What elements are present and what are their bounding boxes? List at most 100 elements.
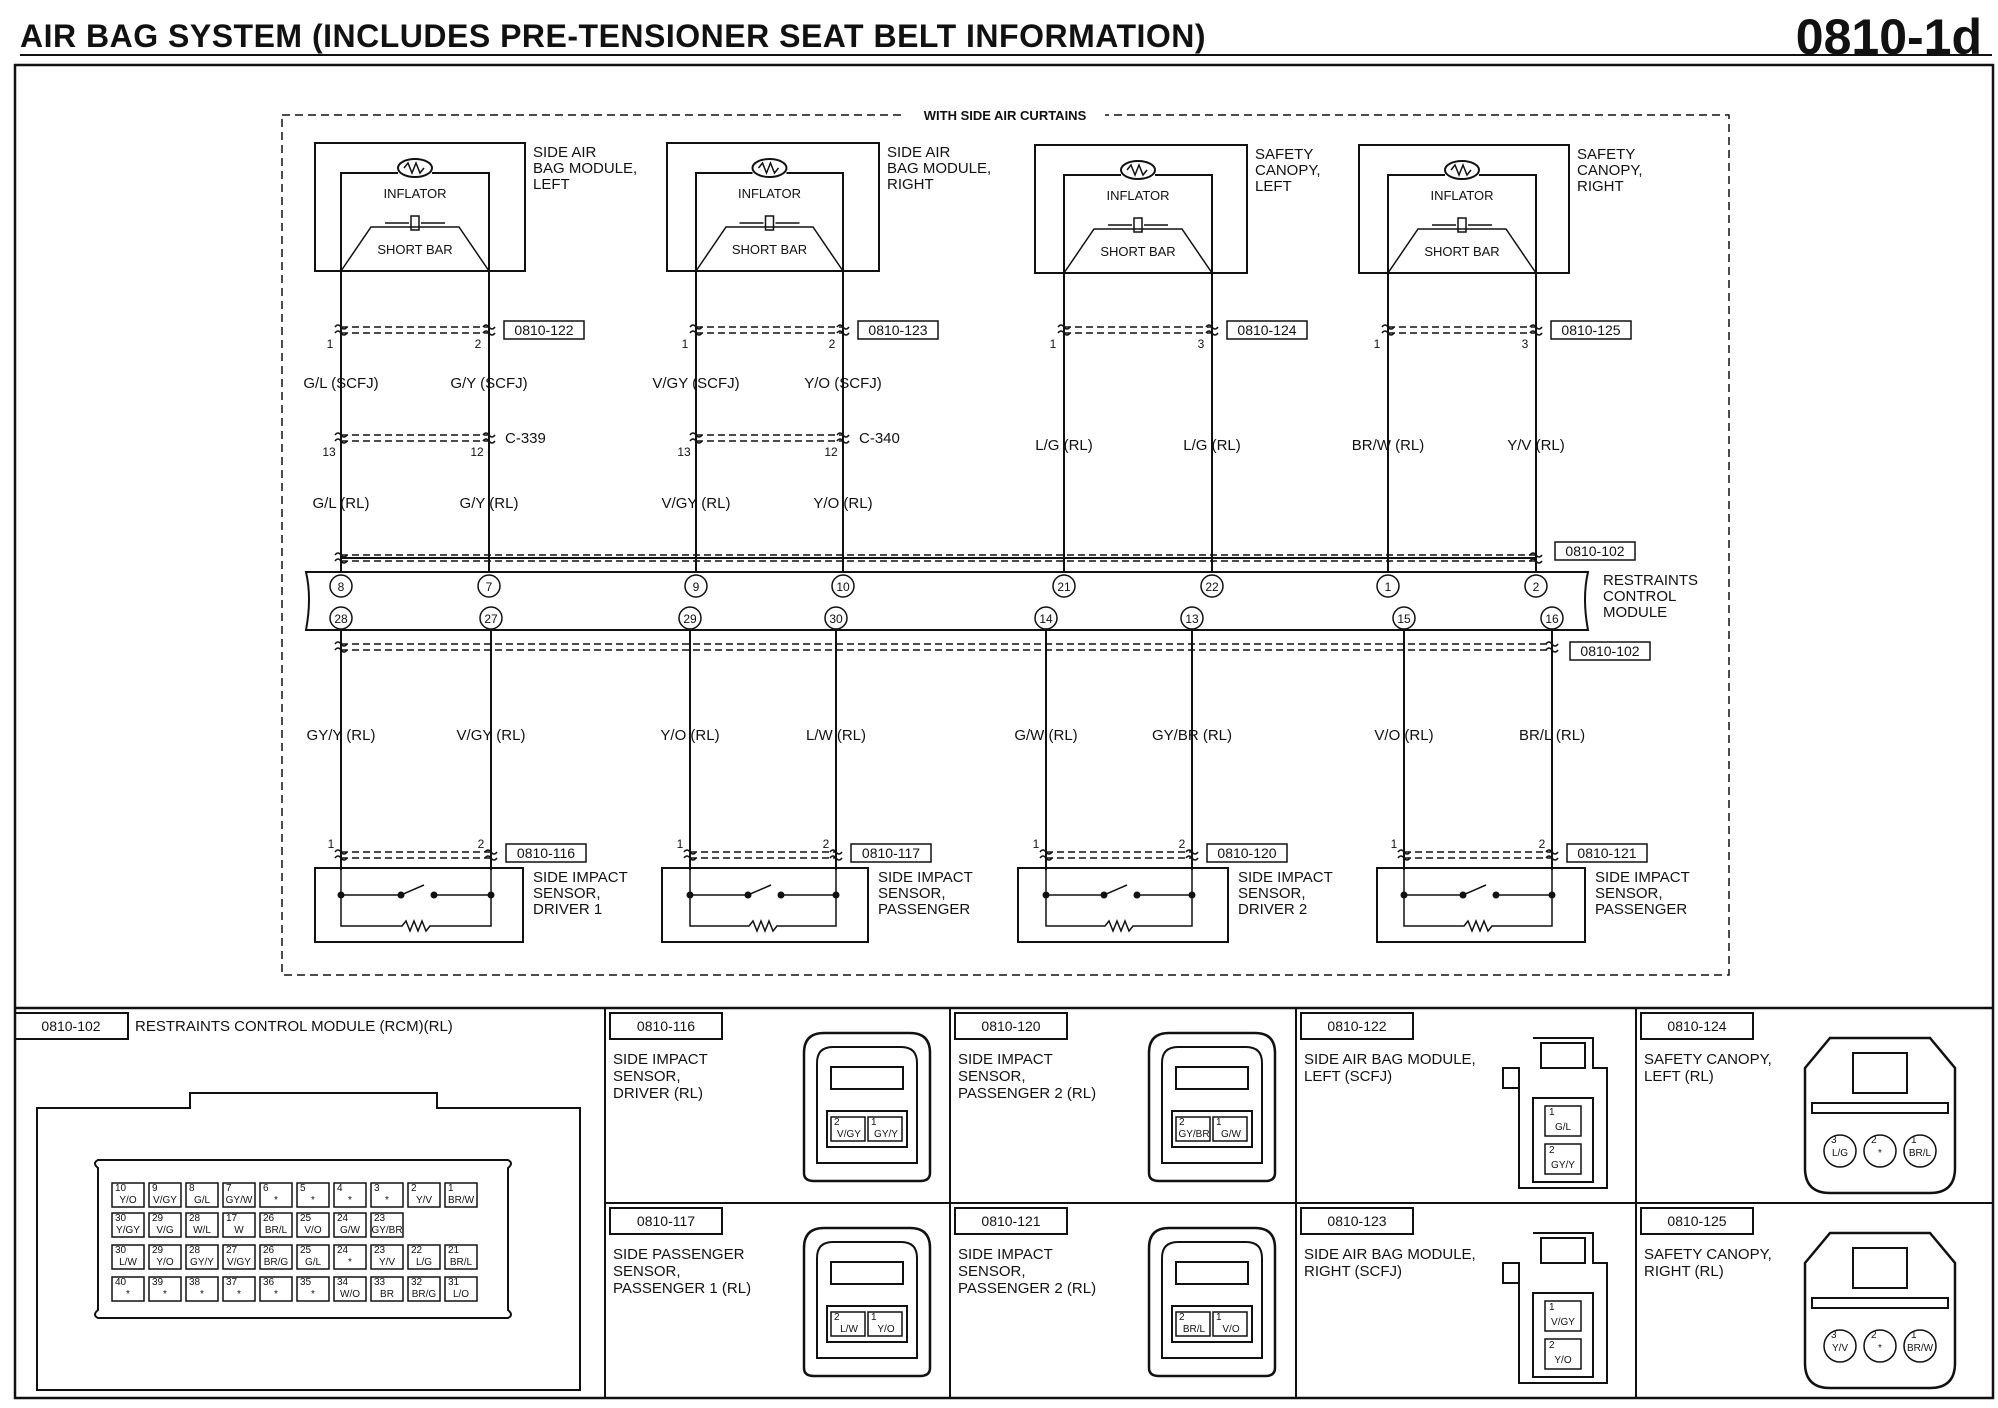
cavity-wire-color: L/W bbox=[840, 1324, 858, 1335]
rcm-pin-circle bbox=[831, 574, 855, 598]
view-connector-label: SIDE AIR BAG MODULE, bbox=[1304, 1051, 1476, 1068]
view-connector-label: PASSENGER 2 (RL) bbox=[958, 1280, 1096, 1297]
cavity-wire-color: Y/O bbox=[156, 1257, 173, 1268]
pin-number: 13 bbox=[322, 445, 336, 459]
pin-number: 1 bbox=[327, 337, 334, 351]
connector-cavity bbox=[444, 1276, 478, 1302]
module-name-label: BAG MODULE, bbox=[887, 160, 991, 177]
cavity-wire-color: Y/O bbox=[1554, 1355, 1571, 1366]
connector-cavity bbox=[1544, 1143, 1582, 1175]
cavity-wire-color: V/O bbox=[1222, 1324, 1239, 1335]
cavity-number: 23 bbox=[374, 1245, 386, 1256]
sensor-name-label: SENSOR, bbox=[1595, 885, 1663, 902]
sensor-connector-shell bbox=[802, 1226, 932, 1378]
connector-cavity bbox=[333, 1212, 367, 1238]
wire-color-label: BR/L (RL) bbox=[1519, 727, 1585, 744]
connector-latch bbox=[1540, 1237, 1586, 1264]
cavity-number: 1 bbox=[1216, 1312, 1222, 1323]
sensor-resistor-circuit bbox=[1403, 868, 1553, 934]
reference-box bbox=[850, 843, 932, 863]
connector-cavity bbox=[1903, 1134, 1937, 1168]
short-bar-contact bbox=[1457, 217, 1467, 233]
connector-cavity bbox=[148, 1276, 182, 1302]
short-bar-contact bbox=[410, 215, 420, 231]
cavity-number: 9 bbox=[152, 1183, 158, 1194]
reference-box bbox=[1206, 843, 1288, 863]
rcm-pin-circle bbox=[824, 606, 848, 630]
view-reference-label: 0810-125 bbox=[1667, 1213, 1726, 1229]
sensor-resistor-circuit bbox=[1045, 868, 1193, 934]
cavity-wire-color: * bbox=[311, 1195, 315, 1206]
connector-break-mark bbox=[482, 432, 496, 444]
cavity-wire-color: Y/V bbox=[1832, 1343, 1848, 1354]
wire-color-label: V/GY (SCFJ) bbox=[652, 375, 739, 392]
view-reference-box bbox=[1300, 1012, 1414, 1040]
connector-cavity bbox=[296, 1212, 330, 1238]
rcm-pin-number: 27 bbox=[484, 612, 498, 626]
cavity-number: 35 bbox=[300, 1277, 312, 1288]
wire-color-label: G/W (RL) bbox=[1014, 727, 1077, 744]
connector-cavity bbox=[111, 1182, 145, 1208]
view-connector-label: SIDE AIR BAG MODULE, bbox=[1304, 1246, 1476, 1263]
cavity-number: 25 bbox=[300, 1245, 312, 1256]
pin-number: 1 bbox=[328, 837, 335, 851]
reference-box bbox=[1566, 843, 1648, 863]
sensor-connector-shell bbox=[1147, 1226, 1277, 1378]
page-title: AIR BAG SYSTEM (INCLUDES PRE-TENSIONER S… bbox=[20, 18, 1207, 54]
cavity-wire-color: BR/L bbox=[265, 1225, 288, 1236]
switch-contact bbox=[1459, 891, 1467, 899]
rcm-pin-circle bbox=[329, 574, 353, 598]
view-title: RESTRAINTS CONTROL MODULE (RCM)(RL) bbox=[135, 1018, 453, 1035]
view-connector-label: SIDE IMPACT bbox=[613, 1051, 708, 1068]
rcm-pin-number: 29 bbox=[683, 612, 697, 626]
inflator-label: INFLATOR bbox=[738, 186, 801, 201]
cavity-wire-color: GY/Y bbox=[874, 1129, 898, 1140]
wire-color-label: Y/O (SCFJ) bbox=[804, 375, 882, 392]
sensor-name-label: DRIVER 1 bbox=[533, 901, 602, 918]
view-connector-label: SENSOR, bbox=[613, 1068, 681, 1085]
connector-cavity bbox=[1175, 1116, 1211, 1142]
connector-cavity bbox=[407, 1276, 441, 1302]
view-connector-label: PASSENGER 1 (RL) bbox=[613, 1280, 751, 1297]
cavity-wire-color: W/L bbox=[193, 1225, 211, 1236]
wire-color-label: V/O (RL) bbox=[1374, 727, 1433, 744]
cavity-wire-color: Y/V bbox=[416, 1195, 432, 1206]
cavity-wire-color: BR/L bbox=[1909, 1148, 1932, 1159]
side-impact-sensor-box bbox=[1376, 867, 1586, 943]
cavity-number: 22 bbox=[411, 1245, 423, 1256]
pin-number: 2 bbox=[1179, 837, 1186, 851]
cavity-number: 21 bbox=[448, 1245, 460, 1256]
canopy-connector-shell bbox=[1803, 1036, 1957, 1195]
connector-break-mark bbox=[829, 849, 843, 861]
short-bar-label: SHORT BAR bbox=[1100, 244, 1175, 259]
connector-cavity bbox=[259, 1212, 293, 1238]
connector-cavity bbox=[407, 1244, 441, 1270]
rcm-pin-number: 16 bbox=[1545, 612, 1559, 626]
switch-contact bbox=[1100, 891, 1108, 899]
cavity-number: 23 bbox=[374, 1213, 386, 1224]
connector-face bbox=[1171, 1305, 1253, 1343]
short-bar-contact bbox=[1133, 217, 1143, 233]
rcm-pin-number: 2 bbox=[1533, 580, 1540, 594]
sensor-connector-shell bbox=[802, 1031, 932, 1183]
sensor-name-label: SENSOR, bbox=[533, 885, 601, 902]
connector-reference: 0810-116 bbox=[517, 845, 575, 861]
view-connector-label: SAFETY CANOPY, bbox=[1644, 1051, 1772, 1068]
sensor-connector-inner bbox=[816, 1241, 918, 1359]
connector-cavity bbox=[1175, 1311, 1211, 1337]
cavity-wire-color: G/W bbox=[340, 1225, 361, 1236]
pin-number: 3 bbox=[1522, 337, 1529, 351]
connector-cavity bbox=[830, 1116, 866, 1142]
connector-cavity bbox=[185, 1276, 219, 1302]
cavity-wire-color: Y/V bbox=[379, 1257, 395, 1268]
pin-number: 13 bbox=[677, 445, 691, 459]
cavity-number: 1 bbox=[1911, 1135, 1917, 1146]
cavity-number: 6 bbox=[263, 1183, 269, 1194]
cavity-number: 28 bbox=[189, 1245, 201, 1256]
inflator-symbol bbox=[1120, 160, 1156, 180]
view-reference-box bbox=[1300, 1207, 1414, 1235]
connector-cavity bbox=[222, 1182, 256, 1208]
cavity-wire-color: * bbox=[237, 1289, 241, 1300]
cavity-wire-color: W/O bbox=[340, 1289, 360, 1300]
cavity-number: 3 bbox=[1831, 1135, 1837, 1146]
